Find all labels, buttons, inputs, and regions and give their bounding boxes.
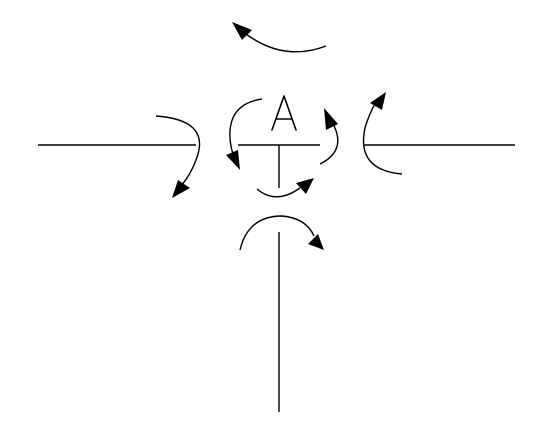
left-member-moment-arrow xyxy=(155,115,201,198)
joint-bottom-moment-arrow xyxy=(256,178,314,198)
joint-left-moment-arrow xyxy=(226,98,263,170)
top-moment-arrow xyxy=(232,22,327,53)
bottom-member-moment-arrow xyxy=(239,215,324,251)
right-member-moment-arrow xyxy=(362,92,403,175)
joint-right-moment-arrow xyxy=(319,108,339,165)
joint-label-a: A xyxy=(271,95,297,131)
